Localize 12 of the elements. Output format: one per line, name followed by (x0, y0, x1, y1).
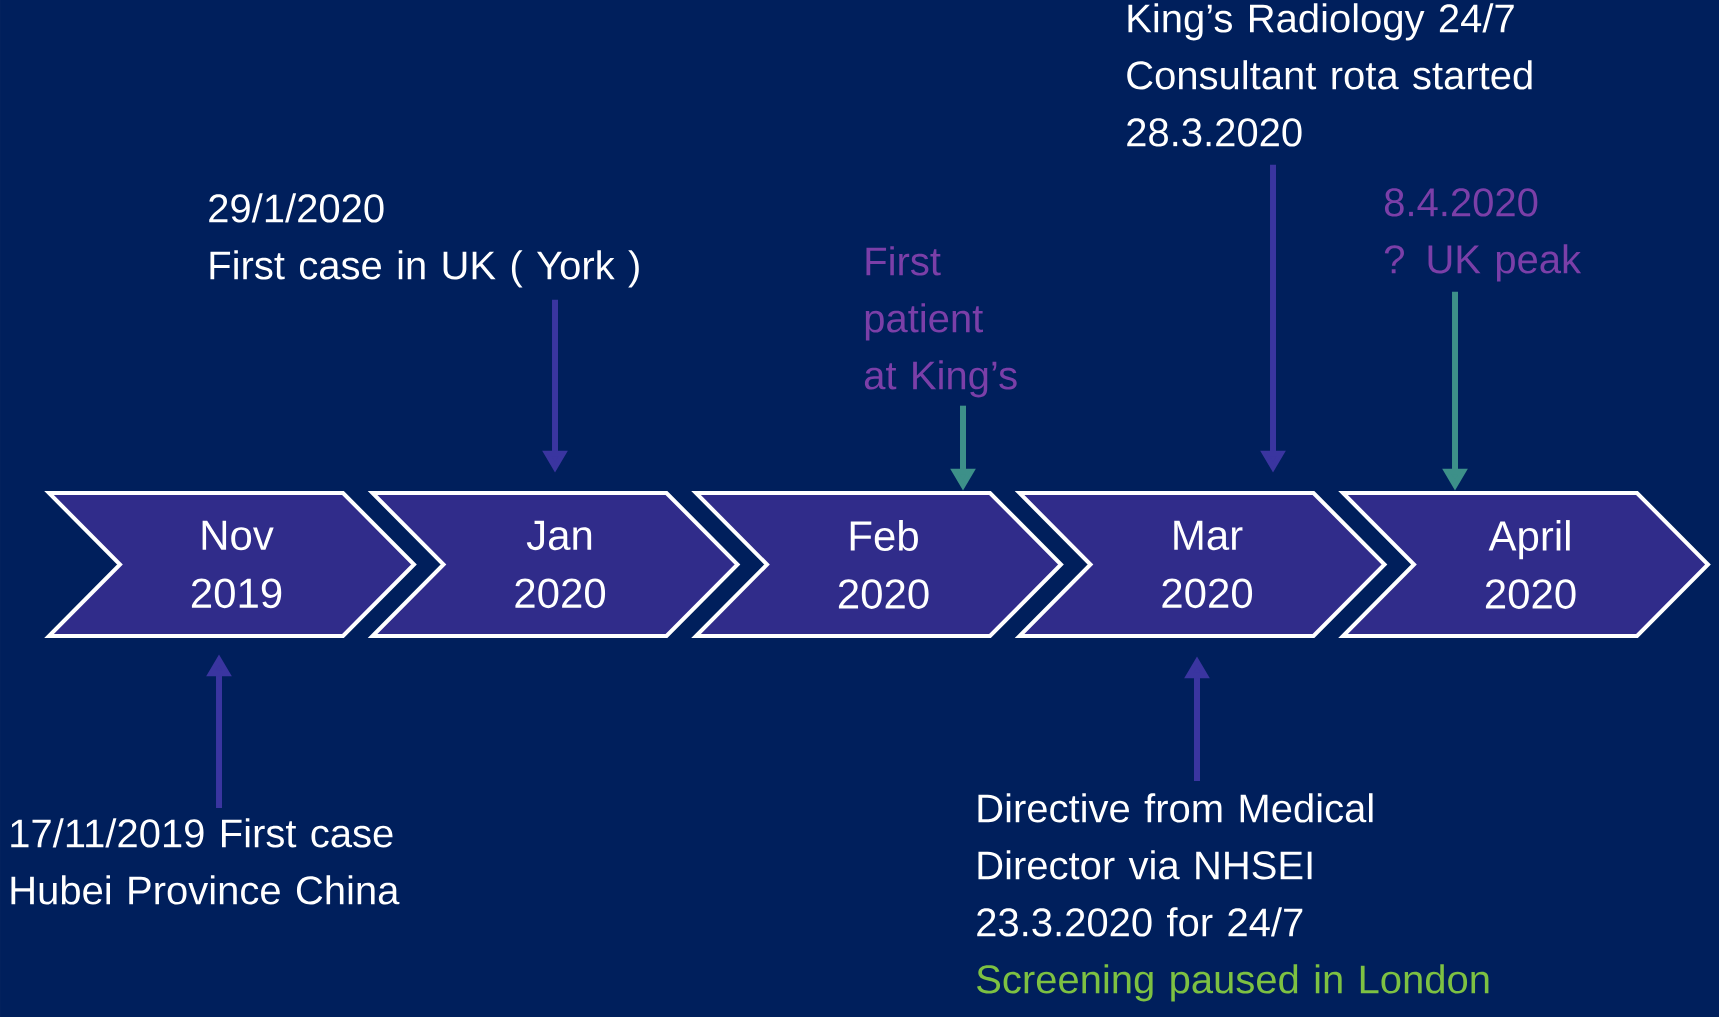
timeline-segment: Feb 2020 (691, 491, 1064, 638)
event-label: 17/11/2019 First case Hubei Province China (11, 818, 400, 905)
timeline-segment: April 2020 (1338, 491, 1711, 638)
event-label: First patient at King’s (864, 246, 1017, 398)
event-label: Directive from Medical Director via NHSEI 23.3.2020 for 24/7 Screening paused in London (977, 793, 1489, 1002)
node-label: April 2020 (1485, 520, 1576, 609)
event-label: 8.4.2020 ? UK peak (1384, 188, 1582, 282)
timeline-segment: Mar 2020 (1014, 491, 1388, 638)
event-label: 29/1/2020 First case in UK ( York ) (209, 193, 639, 288)
timeline-segment: Nov 2019 (44, 491, 417, 638)
event-label: King’s Radiology 24/7 Consultant rota started 28.3.2020 (1127, 3, 1532, 147)
timeline-segment: Jan 2020 (367, 491, 741, 638)
